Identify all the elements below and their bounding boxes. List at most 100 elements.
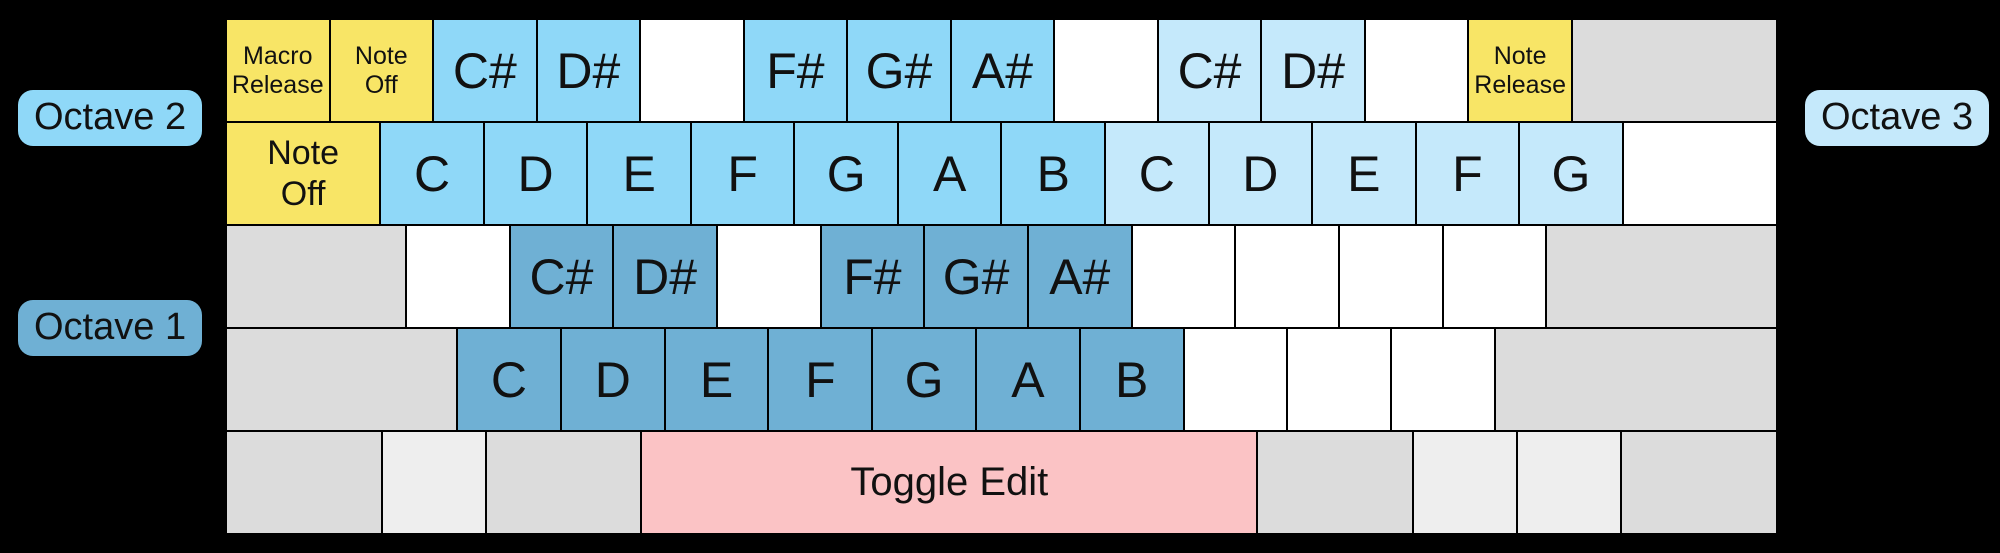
- c-key: C: [456, 327, 562, 432]
- blank-key: [404, 224, 511, 329]
- key-label: Macro Release: [231, 41, 324, 99]
- key-label: G: [1551, 145, 1591, 202]
- key-label: B: [1115, 351, 1149, 408]
- blank-key: [639, 18, 745, 123]
- blank-key: [1286, 327, 1393, 432]
- blank-key: [1441, 224, 1548, 329]
- e-key: E: [586, 121, 692, 226]
- d-sharp-key: D#: [1260, 18, 1366, 123]
- key-label: C: [1138, 145, 1175, 202]
- blank-key: [1337, 224, 1444, 329]
- f-key: F: [689, 121, 796, 226]
- blank-key: [1363, 18, 1470, 123]
- key-label: E: [699, 351, 734, 408]
- key-label: G#: [942, 248, 1010, 305]
- key-label: Note Off: [354, 41, 408, 99]
- blank-key: [1411, 430, 1519, 535]
- f-key: F: [1414, 121, 1521, 226]
- d-key: D: [1207, 121, 1314, 226]
- blank-key: [1494, 327, 1778, 432]
- blank-key: [1620, 430, 1778, 535]
- g-key: G: [1518, 121, 1624, 226]
- number-row: Macro Release Note Off C# D# F# G# A# C# D# Note …: [225, 18, 1778, 123]
- f-sharp-key: F#: [742, 18, 849, 123]
- key-label: F#: [766, 42, 825, 99]
- home-row: C# D# F# G# A#: [225, 224, 1779, 329]
- g-sharp-key: G#: [923, 224, 1029, 329]
- key-label: A: [933, 145, 967, 202]
- key-label: Toggle Edit: [850, 460, 1049, 504]
- key-label: G#: [865, 42, 933, 99]
- blank-key: [1570, 18, 1778, 123]
- g-key: G: [793, 121, 899, 226]
- key-label: A: [1011, 351, 1045, 408]
- blank-key: [1182, 327, 1289, 432]
- key-label: D#: [556, 42, 621, 99]
- key-label: A#: [1049, 248, 1111, 305]
- key-label: D#: [1281, 42, 1346, 99]
- c-sharp-key: C#: [432, 18, 538, 123]
- octave-3-label: Octave 3: [1805, 90, 1990, 146]
- key-label: A#: [971, 42, 1034, 99]
- blank-key: [484, 430, 643, 535]
- key-label: F: [1452, 145, 1483, 202]
- c-sharp-key: C#: [508, 224, 615, 329]
- note-off-key: Note Off: [328, 18, 435, 123]
- key-label: C: [490, 351, 527, 408]
- key-label: G: [826, 145, 866, 202]
- c-sharp-key: C#: [1156, 18, 1263, 123]
- key-label: D: [594, 351, 631, 408]
- d-sharp-key: D#: [612, 224, 718, 329]
- blank-key: [1256, 430, 1414, 535]
- e-key: E: [663, 327, 770, 432]
- c-key: C: [1104, 121, 1210, 226]
- tab-row: Note Off C D E F G A B C D E F G: [225, 121, 1778, 226]
- e-key: E: [1311, 121, 1417, 226]
- key-label: Note Off: [267, 134, 340, 213]
- blank-key: [225, 327, 459, 432]
- space-row: Toggle Edit: [225, 430, 1778, 535]
- key-label: E: [1347, 145, 1381, 202]
- f-key: F: [767, 327, 874, 432]
- key-label: G: [904, 351, 944, 408]
- g-sharp-key: G#: [846, 18, 952, 123]
- key-label: D#: [633, 248, 698, 305]
- note-off-key: Note Off: [225, 121, 382, 226]
- octave-1-label: Octave 1: [18, 300, 203, 356]
- blank-key: [1053, 18, 1159, 123]
- d-key: D: [482, 121, 589, 226]
- key-label: D: [1242, 145, 1279, 202]
- key-label: F: [805, 351, 836, 408]
- d-sharp-key: D#: [535, 18, 642, 123]
- blank-key: [1130, 224, 1237, 329]
- blank-key: [380, 430, 487, 535]
- key-label: D: [517, 145, 554, 202]
- c-key: C: [379, 121, 485, 226]
- key-label: E: [622, 145, 656, 202]
- key-label: B: [1036, 145, 1070, 202]
- toggle-edit-key: Toggle Edit: [640, 430, 1259, 535]
- blank-key: [225, 430, 383, 535]
- a-sharp-key: A#: [949, 18, 1056, 123]
- blank-key: [225, 224, 407, 329]
- blank-key: [1621, 121, 1778, 226]
- a-key: A: [896, 121, 1003, 226]
- key-label: F#: [843, 248, 902, 305]
- d-key: D: [559, 327, 666, 432]
- blank-key: [1390, 327, 1497, 432]
- blank-key: [1234, 224, 1340, 329]
- key-label: C: [414, 145, 451, 202]
- key-label: F: [727, 145, 758, 202]
- b-key: B: [1000, 121, 1107, 226]
- octave-2-label: Octave 2: [18, 90, 203, 146]
- note-release-key: Note Release: [1467, 18, 1573, 123]
- macro-release-key: Macro Release: [225, 18, 331, 123]
- a-key: A: [975, 327, 1081, 432]
- key-label: Note Release: [1474, 41, 1566, 99]
- a-sharp-key: A#: [1026, 224, 1133, 329]
- blank-key: [715, 224, 822, 329]
- b-key: B: [1078, 327, 1185, 432]
- key-label: C#: [529, 248, 594, 305]
